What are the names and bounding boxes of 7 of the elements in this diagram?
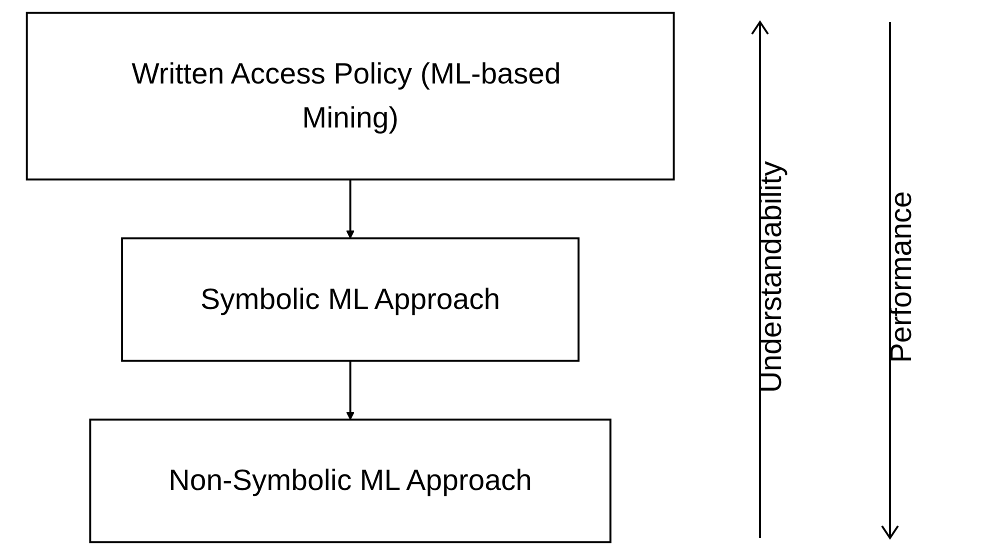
axis-label: Performance	[885, 191, 919, 363]
arrow	[346, 360, 354, 420]
node-box: Symbolic ML Approach	[120, 237, 580, 362]
arrow	[346, 179, 354, 239]
node-box: Non-Symbolic ML Approach	[88, 418, 612, 544]
node-box: Written Access Policy (ML-based Mining)	[26, 12, 674, 180]
axis-label: Understandability	[755, 161, 789, 393]
